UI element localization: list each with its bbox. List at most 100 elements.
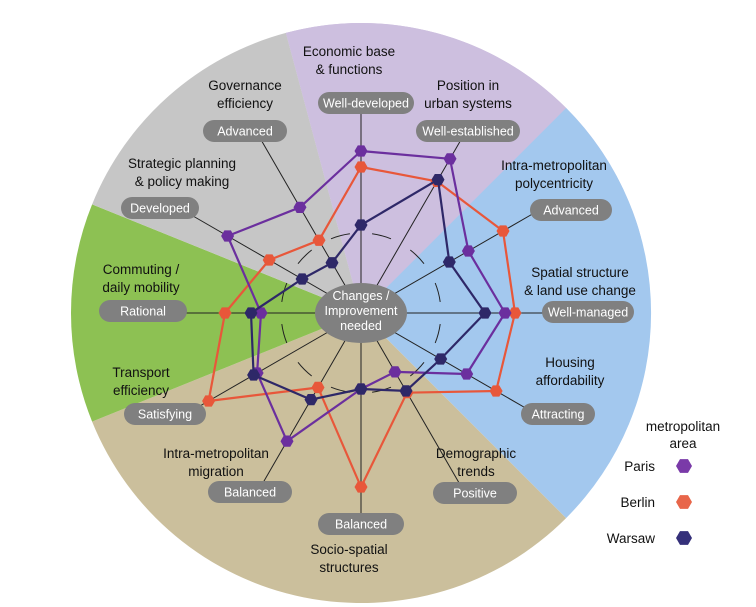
axis-badge-text-2: Well-established <box>422 125 514 139</box>
legend-label-warsaw: Warsaw <box>607 531 656 546</box>
legend-marker-berlin <box>676 495 692 509</box>
axis-badge-text-5: Attracting <box>532 408 585 422</box>
axis-badge-4 <box>542 301 634 323</box>
data-point-paris-1 <box>354 145 368 157</box>
scale-arc-9 <box>281 324 288 344</box>
data-point-berlin-7 <box>354 481 368 493</box>
axis-label-group-2: Well-established Position in urban systems <box>416 78 520 142</box>
data-point-warsaw-10 <box>244 307 258 319</box>
axis-title-2: Position in urban systems <box>424 78 512 111</box>
axis-title-line-2: & functions <box>316 62 383 77</box>
data-point-warsaw-5 <box>434 353 448 365</box>
axis-badge-10 <box>99 300 187 322</box>
axis-title-line-1: Socio-spatial <box>310 542 387 557</box>
axis-title-line-2: polycentricity <box>515 176 593 191</box>
axis-badge-text-12: Advanced <box>217 125 273 139</box>
axis-title-line-1: Economic base <box>303 44 395 59</box>
legend-label-paris: Paris <box>624 459 655 474</box>
data-point-berlin-4 <box>508 307 522 319</box>
axis-title-4: Spatial structure& land use change <box>524 265 636 298</box>
axis-badge-1 <box>318 92 414 114</box>
center-badge-shape <box>315 283 407 343</box>
axis-title-line-2: daily mobility <box>102 280 180 295</box>
axis-title-line-2: structures <box>319 560 379 575</box>
axis-badge-text-8: Balanced <box>224 486 276 500</box>
axis-title-line-2: urban systems <box>424 96 512 111</box>
data-point-berlin-9 <box>202 395 216 407</box>
scale-arc-8 <box>297 361 313 377</box>
scale-arc-5 <box>409 361 425 377</box>
axis-label-group-10: Rational Commuting /daily mobility <box>99 262 187 322</box>
axis-label-group-8: Balanced Intra-metropolitan migration <box>163 446 292 503</box>
axis-badge-7 <box>318 513 404 535</box>
data-point-warsaw-2 <box>431 174 445 186</box>
axis-title-line-2: & policy making <box>135 174 230 189</box>
legend-marker-warsaw <box>676 531 692 545</box>
axis-title-line-2: migration <box>188 464 244 479</box>
axis-title-line-2: efficiency <box>217 96 273 111</box>
axis-title-line-1: Strategic planning <box>128 156 236 171</box>
axis-badge-text-1: Well-developed <box>323 97 409 111</box>
legend-title: metropolitan area <box>646 419 720 451</box>
data-point-berlin-1 <box>354 161 368 173</box>
axis-line-2 <box>360 139 462 314</box>
axis-title-line-2: & land use change <box>524 283 636 298</box>
axis-badge-text-10: Rational <box>120 305 166 319</box>
axis-title-line-1: Housing <box>545 355 595 370</box>
axis-title-line-1: Demographic <box>436 446 517 461</box>
legend-label-berlin: Berlin <box>620 495 655 510</box>
data-point-warsaw-7 <box>354 383 368 395</box>
axis-title-7: Socio-spatial structures <box>310 542 387 575</box>
sector-governance <box>92 32 361 314</box>
axis-badge-text-7: Balanced <box>335 518 387 532</box>
axis-line-12 <box>260 139 362 314</box>
axis-badge-6 <box>433 482 517 504</box>
axis-title-10: Commuting /daily mobility <box>102 262 180 295</box>
scale-arc-3 <box>434 282 441 302</box>
legend-marker-paris <box>676 459 692 473</box>
axis-label-group-1: Well-developed Economic base & functions <box>303 44 414 114</box>
axis-title-line-1: Intra-metropolitan <box>163 446 269 461</box>
data-point-berlin-3 <box>496 225 510 237</box>
data-point-warsaw-11 <box>295 273 309 285</box>
axis-badge-2 <box>416 120 520 142</box>
axis-title-line-1: Transport <box>112 365 170 380</box>
axis-badge-11 <box>121 197 199 219</box>
data-point-paris-4 <box>498 307 512 319</box>
axis-line-6 <box>360 312 462 487</box>
axis-badge-text-9: Satisfying <box>138 408 192 422</box>
axis-title-line-1: Governance <box>208 78 282 93</box>
data-point-paris-3 <box>461 245 475 257</box>
axis-badge-text-6: Positive <box>453 487 497 501</box>
scale-arc-1 <box>372 233 392 240</box>
axis-title-1: Economic base & functions <box>303 44 395 77</box>
data-point-paris-11 <box>221 230 235 242</box>
legend-title-line-2: area <box>669 436 697 451</box>
data-point-berlin-8 <box>311 381 325 394</box>
data-point-berlin-10 <box>218 307 232 319</box>
data-point-paris-2 <box>443 153 457 165</box>
axis-badge-12 <box>203 120 287 142</box>
legend-title-line-1: metropolitan <box>646 419 720 434</box>
axis-badge-8 <box>208 481 292 503</box>
axis-badge-3 <box>530 199 612 221</box>
data-point-warsaw-1 <box>354 219 368 231</box>
axis-title-line-1: Position in <box>437 78 499 93</box>
data-point-berlin-11 <box>262 254 276 266</box>
scale-arc-4 <box>434 324 441 344</box>
data-point-warsaw-6 <box>399 385 413 397</box>
axis-badge-5 <box>521 403 595 425</box>
data-point-warsaw-8 <box>304 394 318 406</box>
